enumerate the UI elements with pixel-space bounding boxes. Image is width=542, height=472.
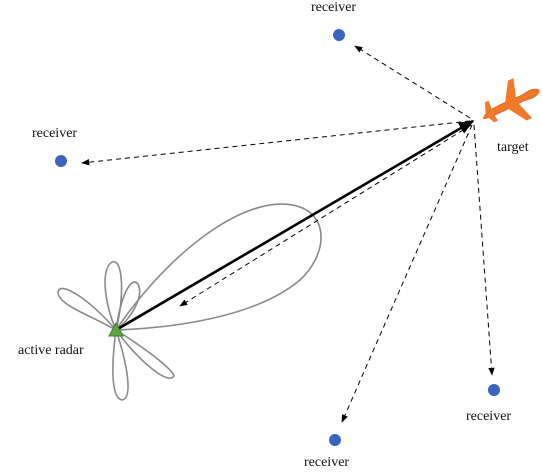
receiver-bottom-label: receiver	[304, 455, 350, 470]
target-to-receiver-bottom-right-line	[473, 124, 495, 376]
main-lobe	[114, 203, 322, 331]
receiver-left-label: receiver	[32, 126, 78, 141]
side-lobe-lower-right	[115, 329, 175, 379]
target-to-receiver-left-line	[81, 120, 471, 166]
target-airplane-icon	[483, 78, 540, 123]
side-lobe-upper	[104, 261, 123, 333]
receiver-top-dot-icon	[333, 29, 345, 41]
target-label: target	[497, 140, 529, 155]
radiation-pattern	[57, 203, 322, 401]
side-lobe-upper-right	[114, 281, 141, 332]
active-radar-label: active radar	[18, 343, 84, 358]
side-lobe-lower-left	[112, 329, 129, 401]
radar-triangle-marker-icon	[108, 321, 124, 337]
radar-to-target-line	[115, 119, 475, 332]
target-to-receiver-bottom-line	[341, 124, 473, 423]
echo-to-radar-line	[179, 124, 472, 307]
receiver-left-dot-icon	[55, 155, 67, 167]
target-to-receiver-top-line	[354, 45, 471, 119]
receiver-bottom-right-label: receiver	[466, 409, 512, 424]
receiver-top-label: receiver	[311, 0, 357, 15]
receiver-bottom-dot-icon	[329, 434, 341, 446]
side-lobe-left	[57, 287, 117, 331]
receiver-bottom-right-dot-icon	[488, 384, 500, 396]
